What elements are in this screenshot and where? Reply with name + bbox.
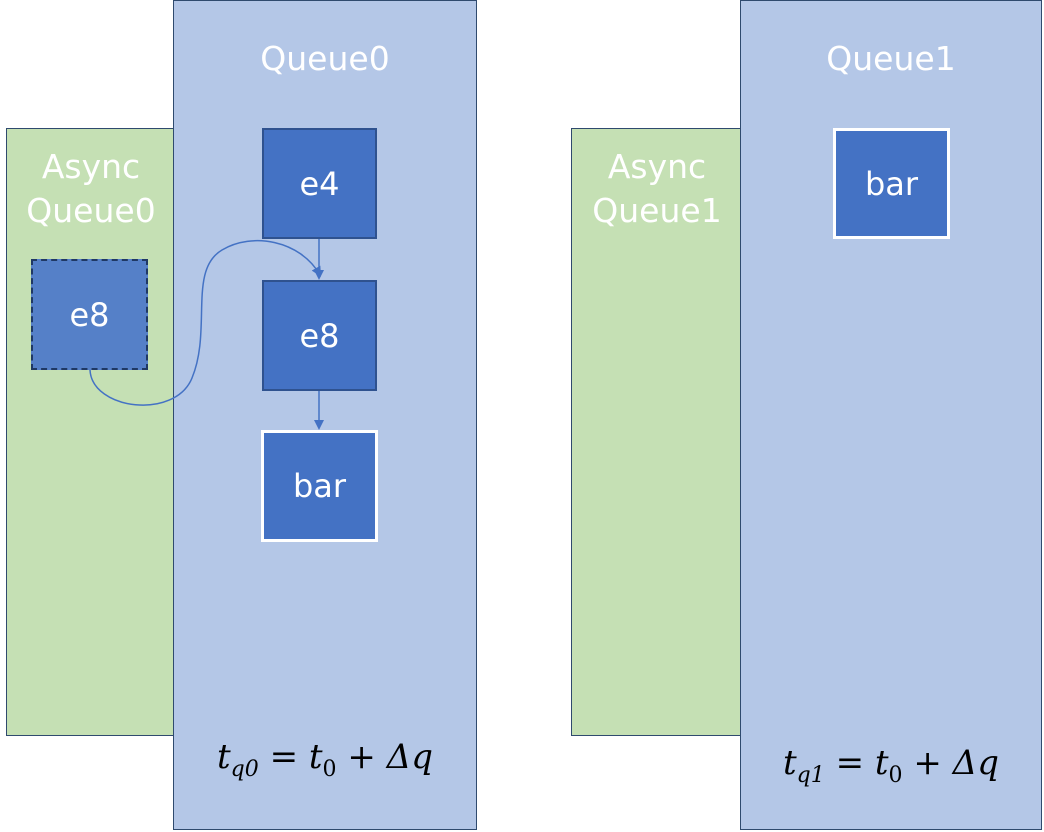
queue0-event-e8: e8 <box>262 280 377 391</box>
async-queue1-title-line1: Async <box>607 147 707 186</box>
async-queue1-title-line2: Queue1 <box>592 191 722 230</box>
queue0-title: Queue0 <box>260 39 390 78</box>
queue0-event-bar: bar <box>261 430 378 542</box>
queue1-title: Queue1 <box>826 39 956 78</box>
async-queue0-title-line1: Async <box>41 147 141 186</box>
arrow-async-e8-to-queue-e8 <box>89 239 321 406</box>
async-queue0-event-e8: e8 <box>31 259 148 370</box>
queue1-formula: tq1 = t0 + Δq <box>782 743 999 788</box>
async-queue0-title-line2: Queue0 <box>26 191 156 230</box>
queue1-event-bar: bar <box>833 128 950 239</box>
queue0-formula: tq0 = t0 + Δq <box>216 737 433 782</box>
queue0-event-e4: e4 <box>262 128 377 239</box>
async-queue0-panel: Async Queue0 <box>6 128 176 736</box>
async-queue1-panel: Async Queue1 <box>571 128 743 736</box>
